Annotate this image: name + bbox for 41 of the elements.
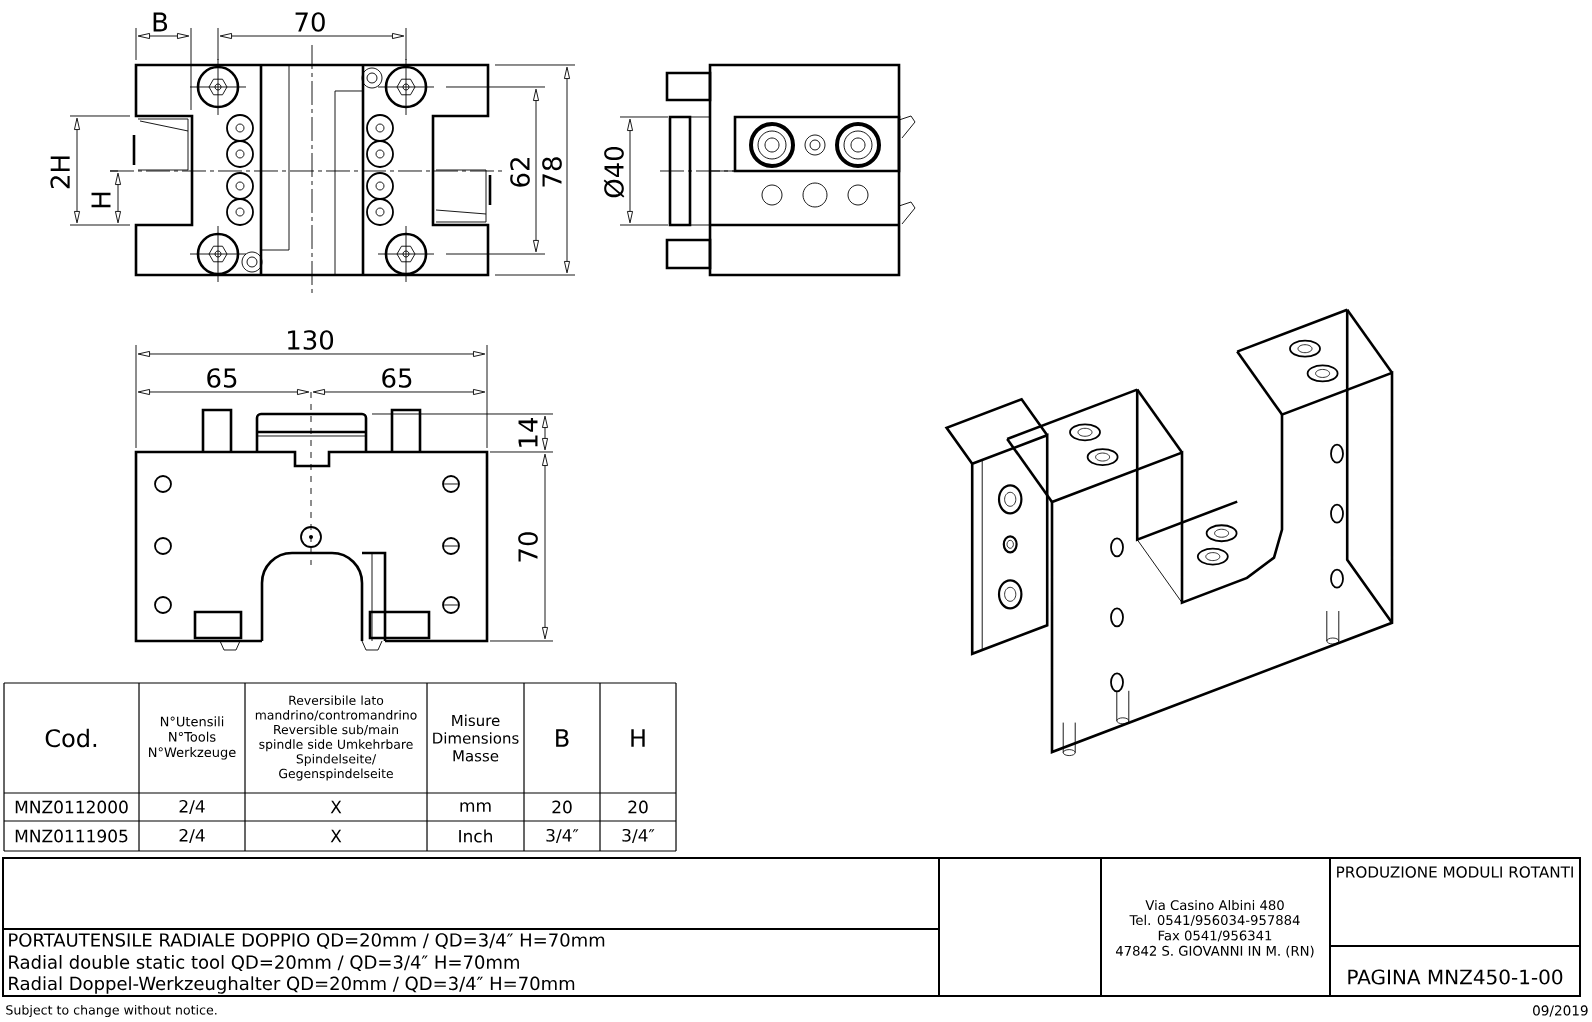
title-text: PORTAUTENSILE RADIALE DOPPIO QD=20mm / QD=3/4″ H=70mm (9, 933, 605, 949)
column-header: N°Utensili N°Tools N°Werkzeuge (149, 716, 236, 760)
table-value: 20 (628, 800, 648, 814)
table-value: mm (460, 802, 491, 812)
table-value: 20 (552, 800, 572, 814)
column-header: H (631, 729, 645, 747)
address-text: Tel. 0541/956034-957884 (1129, 914, 1300, 927)
dimension-label: 78 (542, 157, 562, 187)
dimension-label: 70 (518, 532, 538, 562)
dimension-label: H (91, 192, 111, 208)
dimension-label: 62 (510, 158, 530, 187)
section-heading: PRODUZIONE MODULI ROTANTI (1337, 866, 1573, 878)
dimension-label: 130 (288, 330, 334, 350)
table-value: X (330, 800, 342, 814)
address-text: Fax 0541/956341 (1158, 930, 1272, 942)
column-header: Cod. (45, 728, 97, 748)
footnote: Subject to change without notice. (6, 1004, 217, 1018)
dimension-label: 65 (382, 368, 412, 388)
dimension-label: B (153, 12, 168, 32)
address-text: Via Casino Albini 480 (1145, 899, 1284, 911)
dimension-label: Ø40 (603, 146, 625, 198)
table-value: 3/4″ (622, 828, 655, 844)
page-number: PAGINA MNZ450-1-00 (1348, 969, 1563, 985)
dimension-label: 65 (207, 368, 237, 388)
table-value: X (330, 829, 342, 843)
dimension-label: 2H (50, 156, 70, 189)
table-value: 2/4 (179, 828, 205, 844)
title-text: Radial Doppel-Werkzeughalter QD=20mm / QD=3/4″ H=70mm (9, 976, 575, 994)
title-text: Radial double static tool QD=20mm / QD=3/4″ H=70mm (9, 955, 519, 971)
column-header: Misure Dimensions Masse (433, 714, 519, 762)
table-value: Inch (459, 829, 492, 843)
dimension-label: 14 (518, 417, 538, 447)
date-label: 09/2019 (1533, 1005, 1588, 1017)
address-text: 47842 S. GIOVANNI IN M. (RN) (1116, 945, 1314, 958)
dimension-label: 70 (295, 12, 325, 32)
column-header: B (556, 729, 569, 747)
table-value: MNZ0111905 (15, 829, 128, 843)
column-header: Reversibile lato mandrino/contromandrino Reversible sub/main spindle side Umkehrbare Spindelseite/ Gegenspindelseite (255, 695, 417, 781)
table-value: 3/4″ (546, 828, 579, 844)
table-value: MNZ0112000 (15, 800, 128, 814)
table-value: 2/4 (179, 799, 205, 815)
